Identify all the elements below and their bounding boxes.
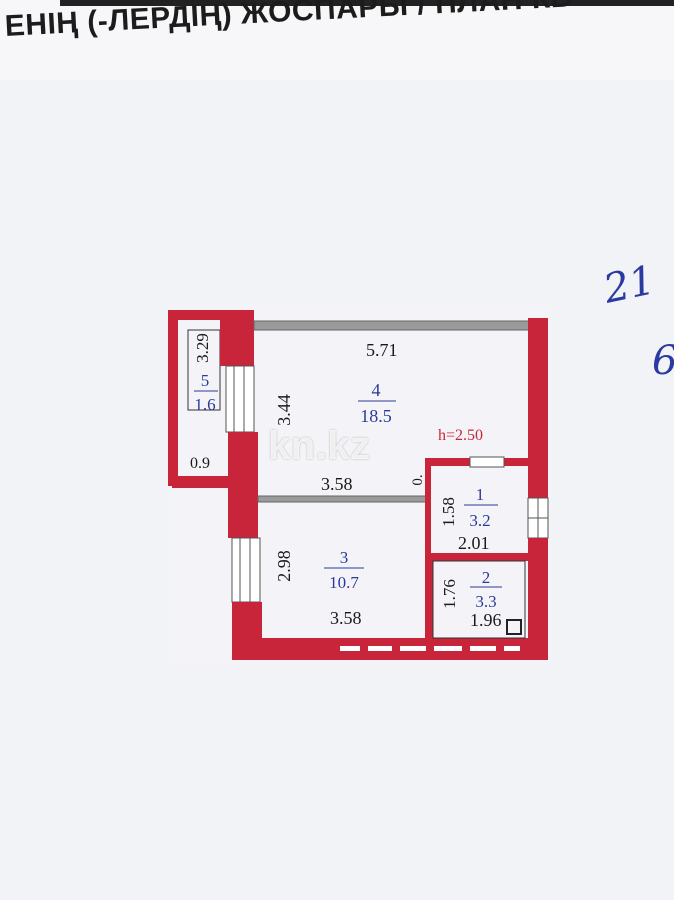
room-number: 5 — [201, 371, 210, 390]
room-number: 3 — [340, 548, 349, 567]
dim-balcony-small: 0.9 — [190, 455, 210, 472]
dim-bath-width: 1.96 — [470, 610, 502, 630]
left-wall-upper — [220, 310, 254, 366]
left-wall — [220, 310, 262, 658]
balcony-left-wall — [168, 310, 178, 486]
room-label-2: 2 3.3 — [470, 568, 502, 611]
bath-fixture — [506, 619, 522, 635]
room-number: 4 — [372, 380, 381, 400]
balcony-bottom-wall — [172, 476, 234, 488]
room-number: 1 — [476, 485, 485, 504]
balcony-window — [187, 329, 221, 411]
dim-room4-width: 5.71 — [366, 340, 398, 360]
document-header: ЕНІҢ (-ЛЕРДІҢ) ЖОСПАРЫ / ПЛАН КВ — [0, 0, 674, 80]
room-area: 18.5 — [360, 406, 392, 426]
right-wall-lower — [528, 538, 548, 658]
bath-top-wall — [425, 553, 529, 561]
room-number: 2 — [482, 568, 491, 587]
room-label-1: 1 3.2 — [464, 485, 498, 530]
dim-room3-bottom: 3.58 — [330, 608, 362, 628]
bottom-wall — [232, 638, 548, 660]
room-area: 1.6 — [194, 395, 215, 414]
header-rule — [60, 0, 674, 6]
room-area: 10.7 — [329, 573, 359, 592]
hall-door — [469, 456, 505, 468]
window-room3 — [231, 537, 261, 603]
room-label-5: 5 1.6 — [194, 371, 218, 414]
room-area: 3.2 — [469, 511, 490, 530]
hall-left-wall — [425, 458, 431, 638]
handwritten-note-2: 6 — [652, 338, 674, 384]
window-room4 — [225, 365, 255, 433]
room-label-4: 4 18.5 — [358, 380, 396, 426]
room-area: 3.3 — [475, 592, 496, 611]
dim-room4-depth: 3.44 — [274, 394, 294, 426]
bath-outline — [432, 560, 526, 639]
watermark: kn.kz — [268, 424, 371, 468]
dim-door-gap: 0. — [410, 474, 426, 485]
room-label-3: 3 10.7 — [324, 548, 364, 592]
dim-hall-depth: 1.58 — [439, 497, 458, 527]
dim-hall-width: 2.01 — [458, 533, 490, 553]
ceiling-height: h=2.50 — [438, 427, 483, 444]
balcony-top-wall — [168, 310, 230, 320]
bath-left-wall — [425, 558, 433, 638]
wet-block — [425, 456, 529, 639]
balcony — [168, 310, 234, 488]
dim-bath-depth: 1.76 — [440, 579, 459, 609]
right-wall-upper — [528, 318, 548, 498]
dim-room3-depth: 2.98 — [274, 550, 294, 582]
dim-balcony-length: 3.29 — [193, 333, 212, 363]
left-wall-middle — [228, 432, 258, 538]
partition-room4-room3 — [257, 495, 431, 503]
right-wall — [527, 318, 549, 658]
top-partition — [253, 320, 533, 331]
dim-room4-bottom: 3.58 — [321, 474, 353, 494]
